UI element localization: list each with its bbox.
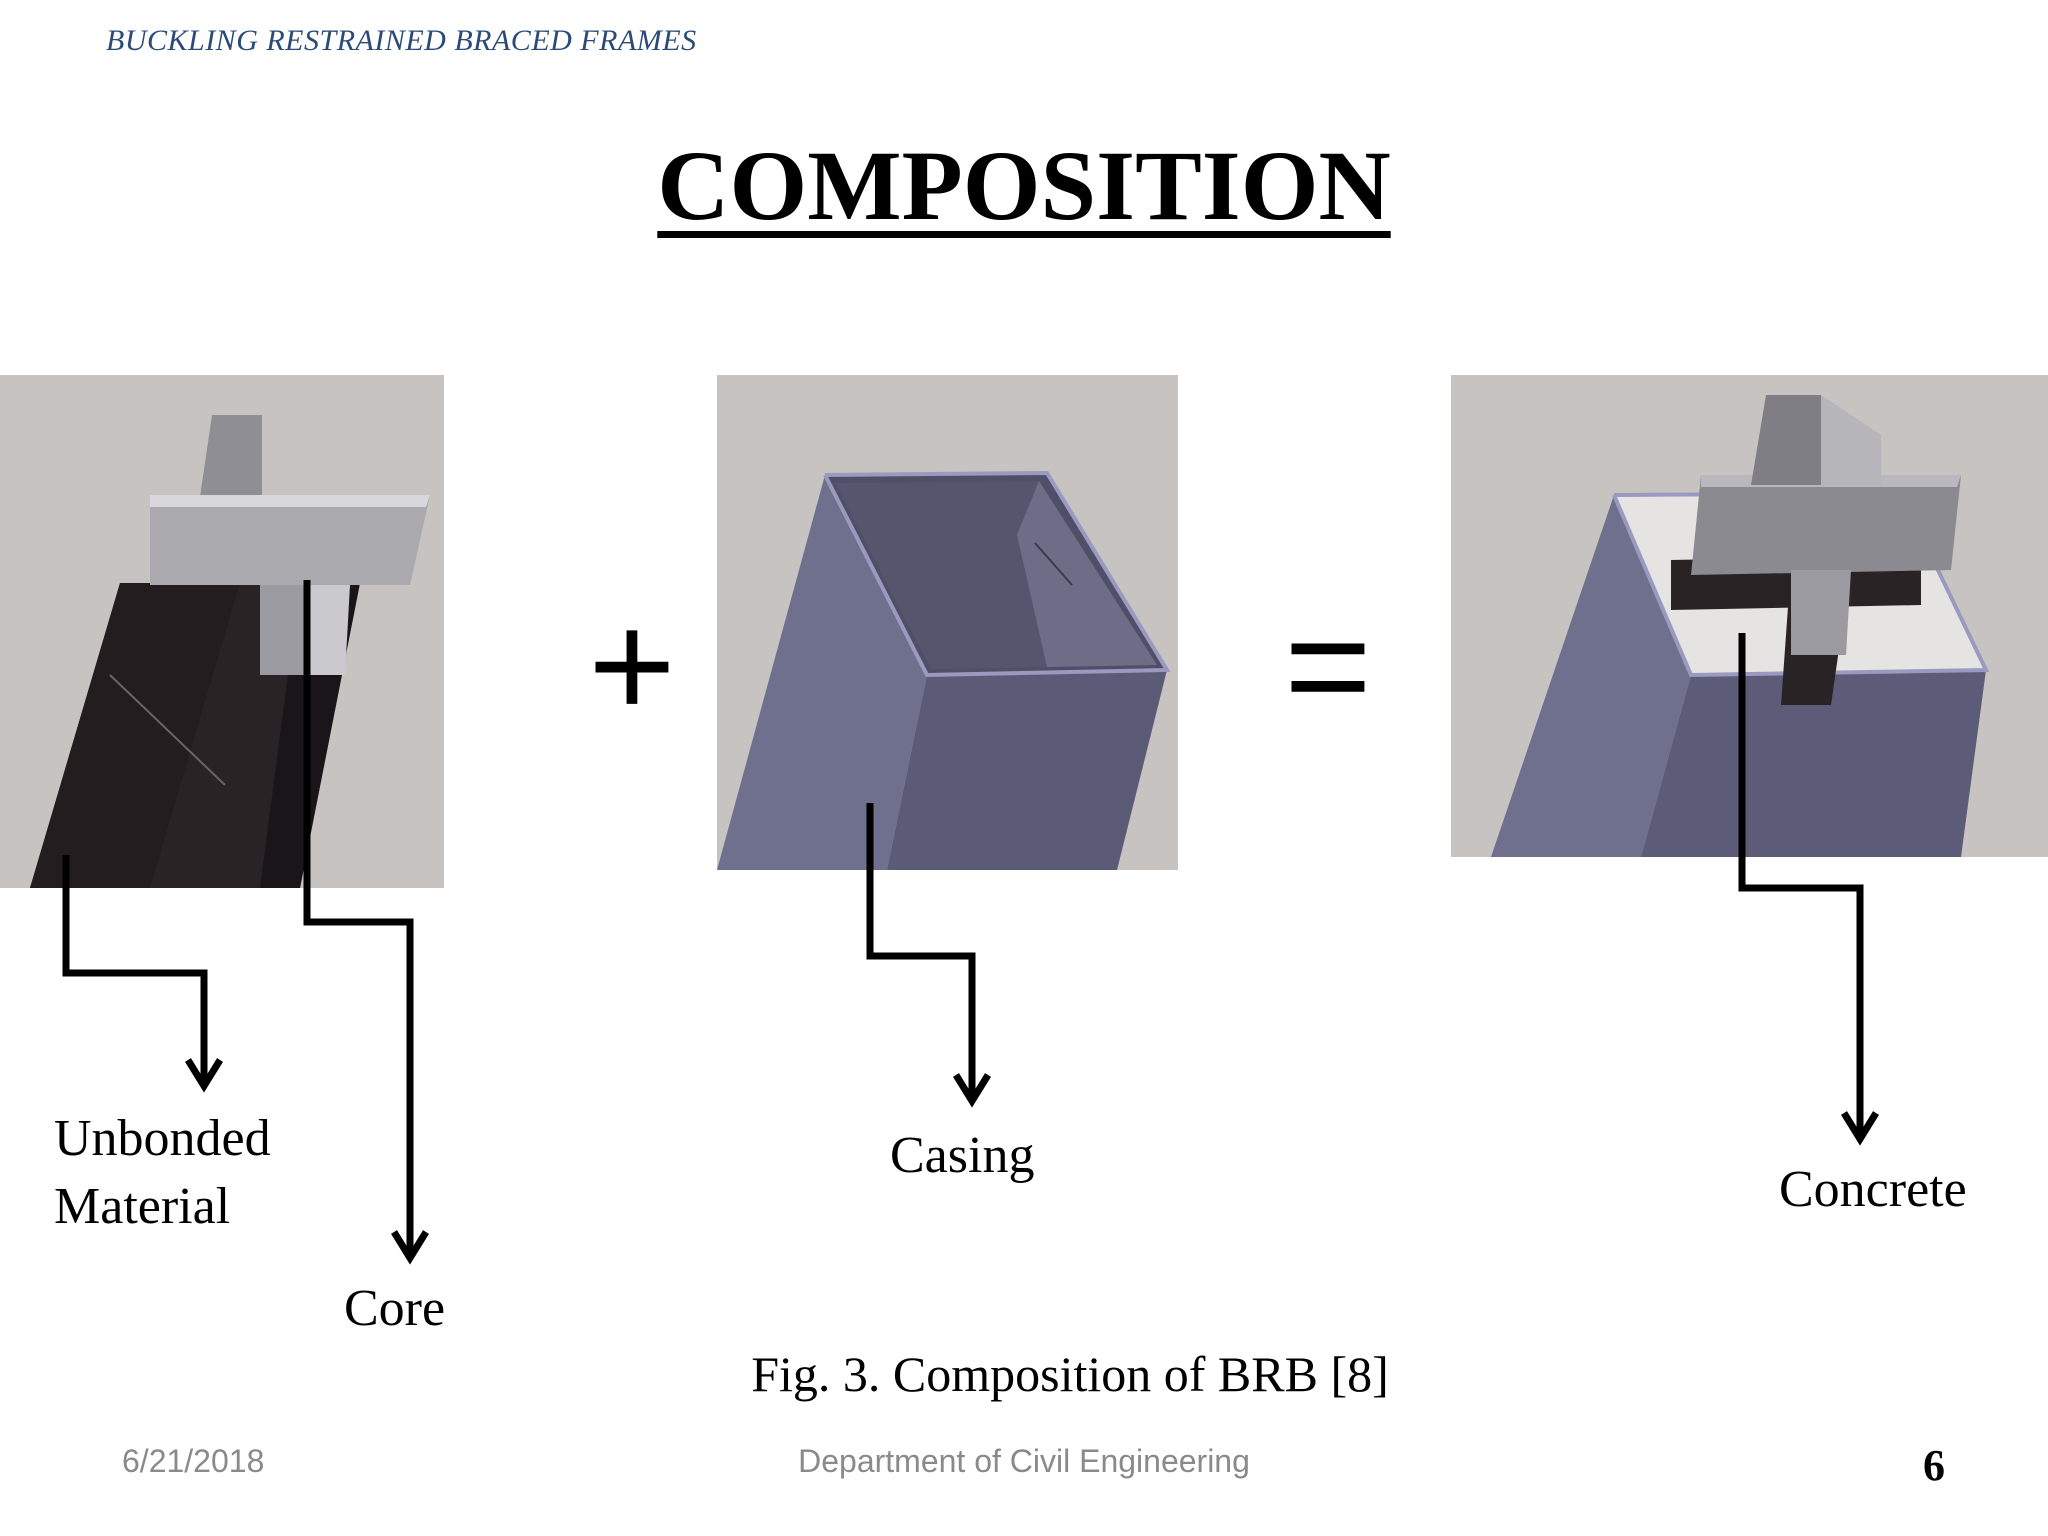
core-arrowhead [391,1230,429,1265]
concrete-arrow [1738,633,1864,1136]
concrete-label: Concrete [1779,1161,1967,1218]
unbonded-material-label: Unbonded Material [54,1105,271,1240]
footer-date: 6/21/2018 [122,1443,265,1479]
figure-caption: Fig. 3. Composition of BRB [8] [751,1346,1389,1402]
concrete-arrowhead [1841,1111,1879,1146]
casing-arrowhead [953,1073,991,1108]
casing-image [717,375,1178,870]
slide-title: COMPOSITION [657,130,1391,241]
page-number: 6 [1923,1441,1945,1490]
casing-arrow [866,803,976,1098]
core-image [0,375,444,888]
unbonded-arrowhead [185,1058,223,1093]
unbonded-label-line2: Material [54,1177,231,1235]
unbonded-arrow [62,855,208,1083]
casing-label: Casing [890,1127,1035,1184]
footer-department: Department of Civil Engineering [798,1443,1250,1479]
plus-operator: + [588,581,676,749]
header-title: BUCKLING RESTRAINED BRACED FRAMES [106,24,697,57]
equals-operator: = [1284,581,1372,749]
unbonded-label-line1: Unbonded [54,1110,271,1167]
assembled-brb-image [1451,375,2048,857]
core-label: Core [344,1280,446,1337]
core-arrow [303,580,414,1255]
